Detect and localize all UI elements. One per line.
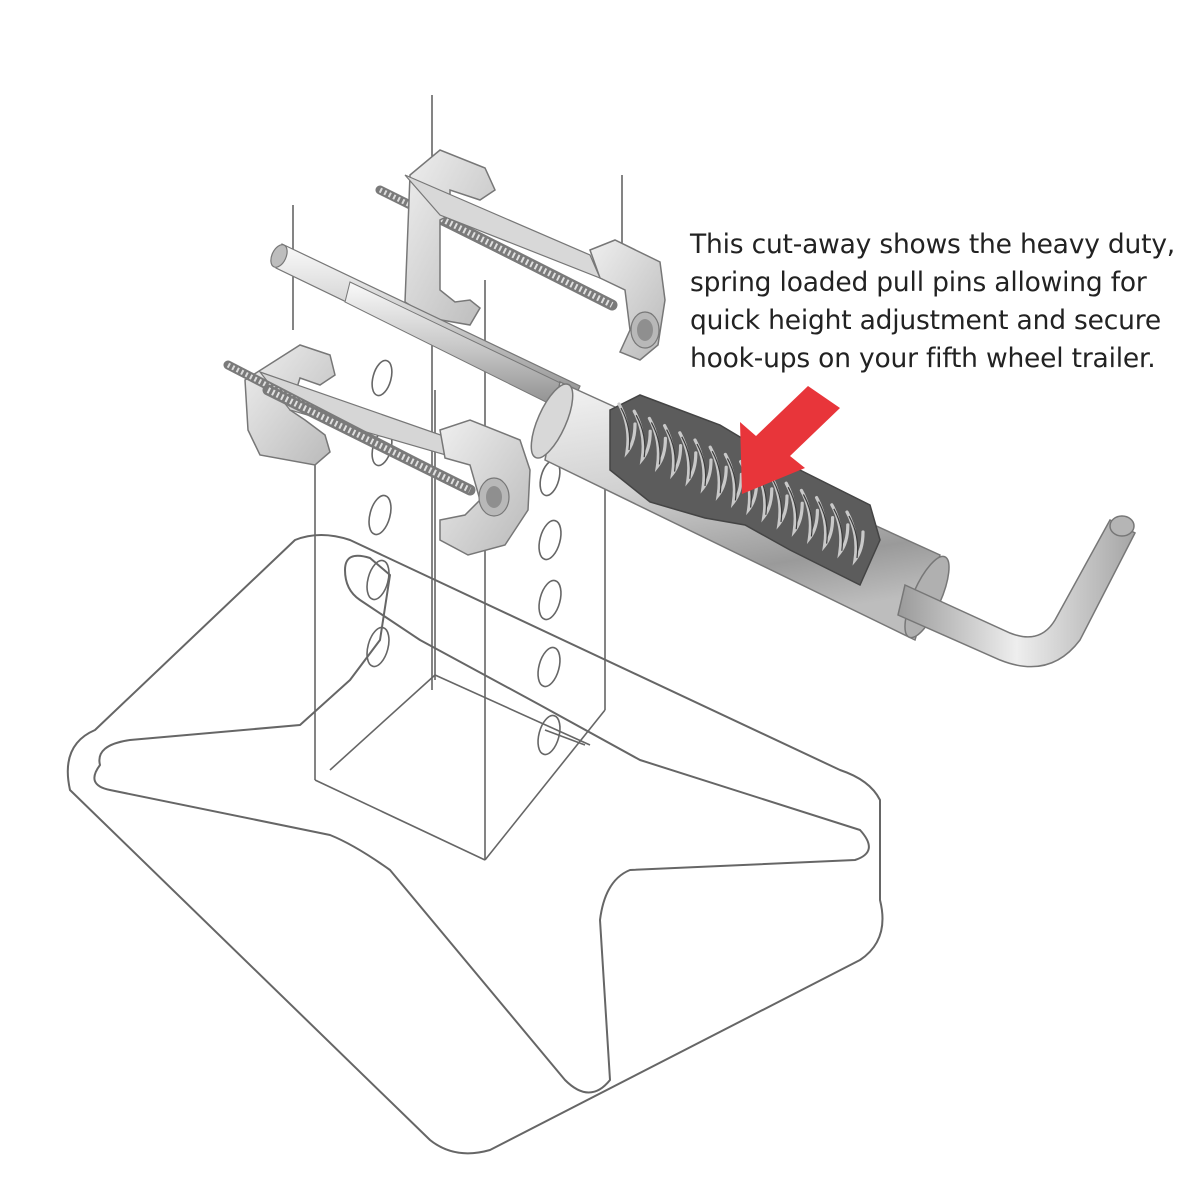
base-plate [66, 534, 884, 1155]
spring-coil-shadow [772, 479, 783, 523]
callout-caption: This cut-away shows the heavy duty, spri… [690, 226, 1176, 378]
spring-coil [830, 503, 850, 559]
spring-coil-shadow [696, 443, 707, 487]
spring-coil-shadow [802, 494, 813, 537]
spring-coil-shadow [787, 486, 798, 530]
spring-coil [723, 452, 743, 509]
spring-coil-shadow [650, 422, 661, 465]
callout-line-1: This cut-away shows the heavy duty, [690, 229, 1176, 260]
spring-pin-housing [530, 380, 950, 642]
spring-coil [647, 416, 667, 473]
spring-coil [769, 474, 789, 530]
spring-coils [617, 402, 865, 566]
spring-coil [799, 488, 819, 545]
callout-line-3: quick height adjustment and secure [690, 305, 1161, 336]
spring-coil-shadow [833, 508, 844, 551]
spring-coil [708, 445, 728, 501]
threaded-rods-front [223, 360, 476, 496]
spring-coil-shadow [666, 429, 676, 472]
spring-coil [632, 409, 652, 465]
spring-coil-shadow [818, 501, 828, 544]
spring-coil-shadow [620, 407, 631, 451]
back-clamp-bracket [404, 149, 666, 361]
spring-coil [815, 496, 835, 552]
spring-coil [678, 431, 698, 487]
spring-coil-shadow [726, 458, 737, 501]
spring-coil-shadow [711, 450, 722, 494]
spring-coil-shadow [848, 515, 859, 559]
spring-coil-shadow [635, 414, 646, 458]
spring-coil [663, 424, 683, 480]
callout-line-4: hook-ups on your fifth wheel trailer. [690, 343, 1156, 374]
spring-coil [693, 438, 713, 494]
pull-pin-handle [897, 515, 1137, 668]
spring-coil [845, 510, 865, 566]
red-arrow-icon [740, 386, 840, 494]
callout-line-2: spring loaded pull pins allowing for [690, 267, 1147, 298]
spring-coil-shadow [681, 436, 692, 479]
spring-coil [617, 402, 637, 458]
spring-coil [784, 481, 804, 537]
